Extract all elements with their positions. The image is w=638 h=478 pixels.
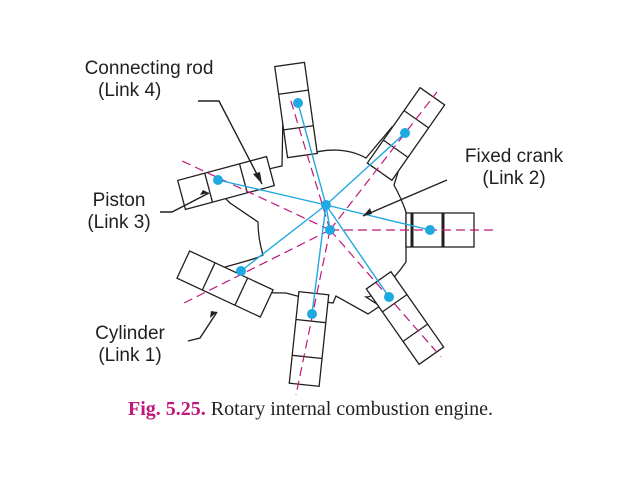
pins <box>213 98 435 319</box>
cylinder-lower-left <box>176 250 274 318</box>
piston-pin-upper-right <box>400 128 410 138</box>
fixed-crank-name: Fixed crank <box>464 146 564 167</box>
cylinder-bottom <box>288 290 330 388</box>
figure-title: Rotary internal combustion engine. <box>210 398 493 420</box>
connecting-rod-label: Connecting rod (Link 4) <box>64 58 234 102</box>
cylinder-label: Cylinder (Link 1) <box>80 323 180 367</box>
leader-arrowheads <box>200 172 372 318</box>
crank-centre <box>325 225 335 235</box>
cylinder-top <box>274 61 318 159</box>
leader-lines <box>160 100 448 342</box>
piston-pin-right <box>425 225 435 235</box>
piston-pin-top <box>293 98 303 108</box>
crank-pin <box>321 200 331 210</box>
piston-name: Piston <box>92 190 146 211</box>
piston-label: Piston (Link 3) <box>74 190 164 234</box>
connecting-rod-name: Connecting rod <box>84 58 214 79</box>
cylinder-name: Cylinder <box>95 323 165 344</box>
cylinder-link: (Link 1) <box>98 345 162 366</box>
piston-pin-lower-right <box>384 292 394 302</box>
figure-caption: Fig. 5.25. Rotary internal combustion en… <box>128 398 493 421</box>
piston-pin-bottom <box>307 309 317 319</box>
fixed-crank-label: Fixed crank (Link 2) <box>452 146 576 190</box>
piston-pin-left <box>213 175 223 185</box>
piston-link: (Link 3) <box>87 212 151 233</box>
connecting-rod-link: (Link 4) <box>98 80 162 101</box>
fixed-crank-link: (Link 2) <box>482 168 546 189</box>
figure-number: Fig. 5.25. <box>128 398 206 420</box>
piston-pin-lower-left <box>236 266 246 276</box>
